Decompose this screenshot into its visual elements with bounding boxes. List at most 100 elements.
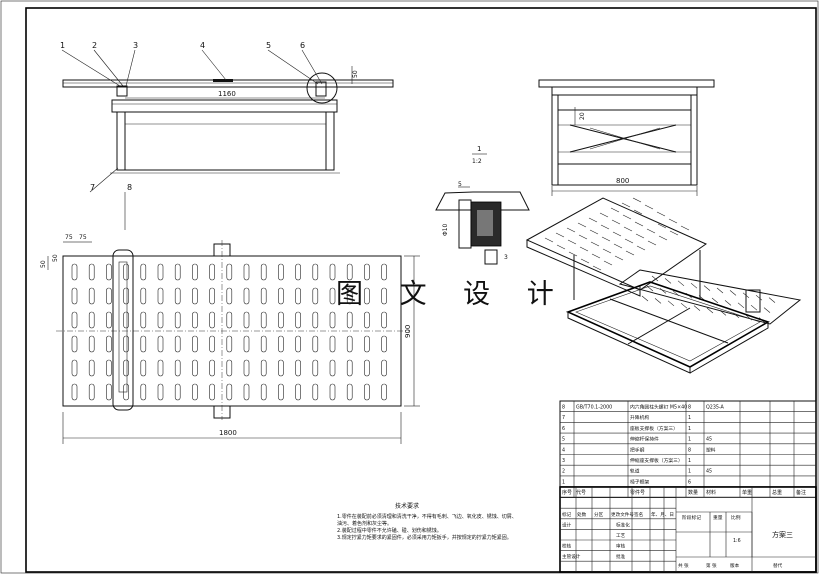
iso-slot [578,234,588,240]
plan-slot [381,383,387,401]
plan-slot [329,359,336,377]
iso-slot [580,258,590,264]
plan-slot [346,335,353,353]
tech-req-line-3: 2.装配过程中零件不允许磕、碰、划伤和锈蚀。 [337,527,442,534]
plan-slot [312,335,319,353]
iso-slots [544,197,690,271]
parts-cell-name: 伸缩杆保持件 [630,436,659,443]
plan-slot [381,335,387,353]
plan-slot [123,263,129,281]
detail-dim-b: Φ10 [442,223,449,236]
parts-cell-no: 8 [562,405,565,411]
plan-slot [364,263,370,281]
sheet-frame [25,7,817,573]
iso-slot [624,238,634,244]
balloon-6: 6 [300,41,305,50]
parts-cell-no: 2 [562,469,565,475]
plan-slot [243,311,250,329]
iso-slot [737,302,745,309]
parts-cell-qty: 1 [688,458,691,464]
side-top-rail [538,79,715,88]
plan-slot [346,383,353,401]
plan-slot [106,263,112,281]
balloon-leaders [61,49,323,230]
weight-label: 重量 [713,514,723,521]
plan-slot [192,287,198,305]
iso-slot [614,255,624,261]
plan-slot [106,287,112,305]
plan-slot [364,335,370,353]
plan-slot [312,383,319,401]
side-view: 20 800 [538,79,715,196]
parts-header-name: 零件号 [630,489,645,496]
rev-label-1: 处数 [577,511,587,518]
plan-slot [260,263,267,281]
plan-slot [260,383,267,401]
iso-slot [644,204,654,210]
plan-slot [157,335,164,353]
plan-slot [71,359,78,377]
plan-slot [278,359,284,377]
plan-slot [260,359,267,377]
iso-slot [591,253,601,259]
rev-label-3: 更改文件号 [611,511,634,518]
parts-cell-material: 塑料 [706,446,716,453]
plan-slot [88,287,95,305]
plan-slot [278,335,284,353]
iso-slot [711,297,719,304]
plan-slot [381,287,387,305]
iso-slot [664,278,672,284]
plan-slot [140,263,147,281]
plan-slot [364,383,370,401]
plan-slot [106,311,112,329]
plan-slot [174,311,181,329]
plan-slot [278,383,284,401]
iso-slot [612,231,622,237]
plan-slot [226,383,233,401]
iso-slot [568,251,578,257]
plan-slot [174,335,181,353]
parts-cell-material: 45 [706,469,712,475]
parts-header-no: 序号 [562,489,572,496]
parts-cell-no: 4 [562,447,565,453]
plan-slot [346,263,353,281]
handle-part [213,79,233,82]
plan-slot [209,311,215,329]
iso-slot [677,280,685,287]
iso-slot [680,302,688,309]
plan-slot [192,335,198,353]
front-seat-frame [111,99,338,113]
rev-label-5: 年、月、日 [651,511,674,518]
iso-slot [613,243,623,249]
balloon-8: 8 [127,183,132,192]
dim-side-small: 20 [579,112,586,120]
parts-cell-no: 5 [562,437,565,443]
parts-header-unit_wt: 单重 [742,489,752,496]
iso-slot [755,294,763,301]
iso-slot [659,288,667,294]
parts-cell-qty: 1 [688,437,691,443]
iso-slot [768,297,776,303]
plan-slot [157,359,164,377]
plan-slot [123,287,129,305]
plan-slot [226,335,233,353]
parts-header-total_wt: 总重 [772,489,782,496]
plan-slot [140,383,147,401]
front-left-leg [116,111,126,171]
plan-slot [381,359,387,377]
plan-slot [106,359,112,377]
plan-slot [364,311,370,329]
plan-slot [71,335,78,353]
iso-slot [680,225,690,231]
plan-slot [295,359,301,377]
plan-slot [192,263,198,281]
parts-header-code: 代号 [576,489,586,496]
plan-slot [192,383,198,401]
balloon-4: 4 [200,41,205,50]
iso-slot [567,239,577,245]
std-label-0: 标准化 [616,521,630,528]
parts-cell-no: 7 [562,415,565,421]
dim-inner-width: 1160 [218,90,236,98]
iso-slot [763,307,771,313]
